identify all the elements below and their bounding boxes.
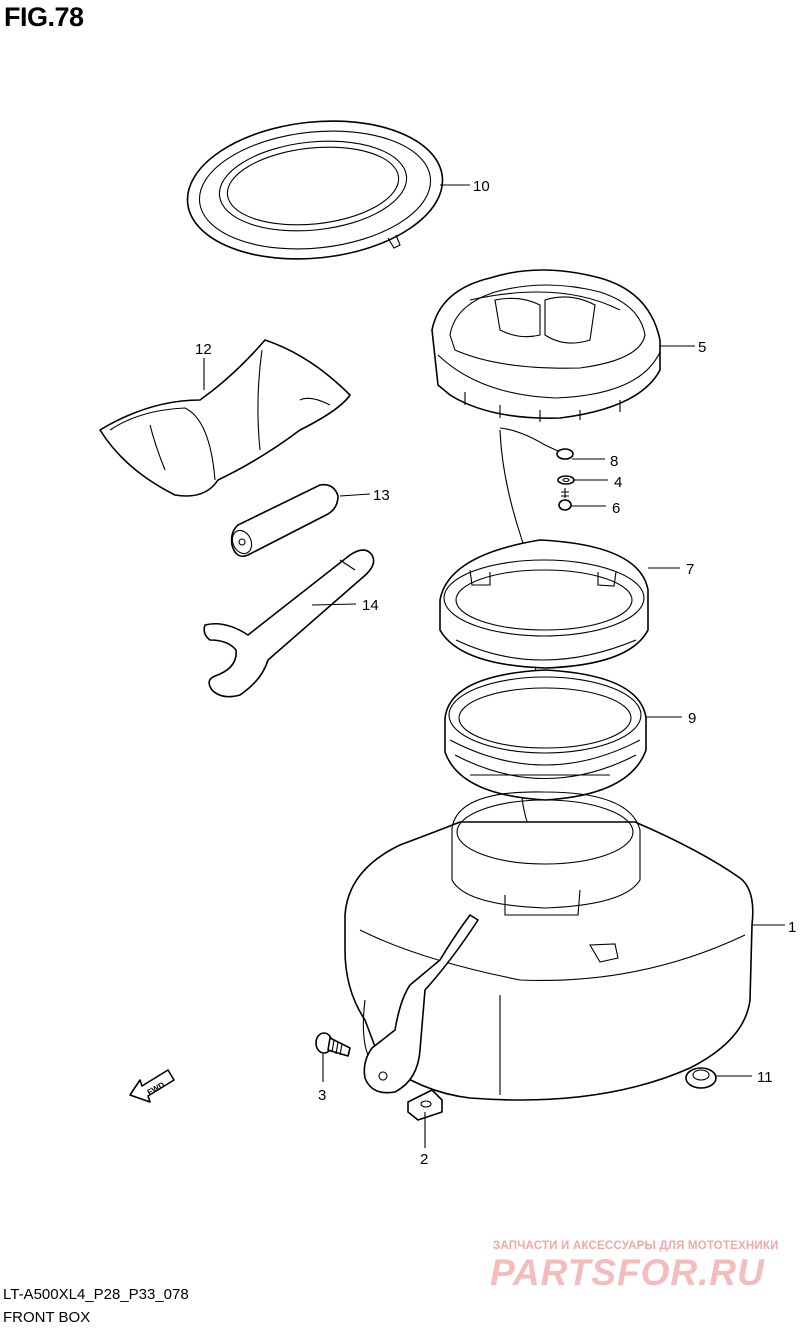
callout-13: 13 <box>373 487 390 504</box>
callout-2: 2 <box>420 1151 428 1168</box>
model-code: LT-A500XL4_P28_P33_078 <box>3 1286 189 1303</box>
watermark-tagline: ЗАПЧАСТИ И АКСЕССУАРЫ ДЛЯ МОТОТЕХНИКИ <box>493 1240 779 1252</box>
fwd-direction-marker: FWD <box>129 1069 175 1103</box>
part-8-tether-clip <box>499 427 574 460</box>
leader-lines <box>203 184 785 1148</box>
part-3-screw <box>315 1032 351 1057</box>
part-9-threaded-ring <box>444 669 647 801</box>
figure-title: FIG.78 <box>4 2 84 32</box>
part-12-tool-bag <box>99 339 351 497</box>
callout-5: 5 <box>698 339 706 356</box>
part-5-cap <box>431 269 661 422</box>
callout-12: 12 <box>195 341 212 358</box>
part-14-spanner <box>203 549 375 698</box>
callout-3: 3 <box>318 1087 326 1104</box>
callout-6: 6 <box>612 500 620 517</box>
callout-4: 4 <box>614 474 622 491</box>
callout-7: 7 <box>686 561 694 578</box>
part-10-seal-ring <box>186 120 444 260</box>
watermark-logo: PARTSFOR.RU <box>490 1252 765 1293</box>
callout-1: 1 <box>788 919 796 936</box>
figure-name: FRONT BOX <box>3 1309 91 1326</box>
part-1-front-box <box>344 791 754 1101</box>
callout-11: 11 <box>757 1069 773 1086</box>
callout-14: 14 <box>362 597 379 614</box>
callout-9: 9 <box>688 710 696 727</box>
part-2-clip-nut <box>407 1089 443 1121</box>
part-7-lock-ring <box>439 539 649 669</box>
callout-10: 10 <box>473 178 490 195</box>
part-13-grip-tube <box>230 483 339 558</box>
callout-8: 8 <box>610 453 618 470</box>
part-6-screw <box>558 488 572 511</box>
part-11-grommet <box>685 1067 717 1089</box>
part-4-washer <box>557 475 575 485</box>
